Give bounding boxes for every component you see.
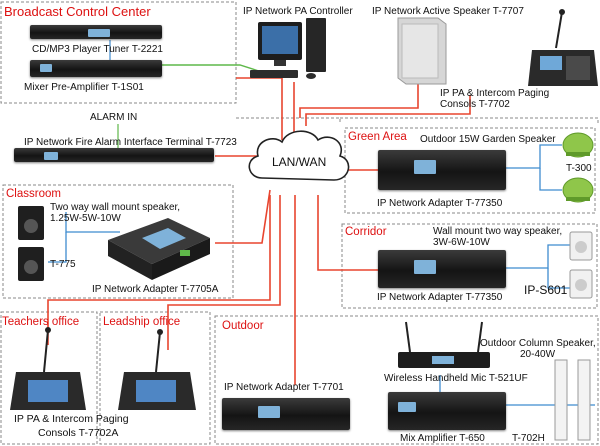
label-teachers-console-2: Consols T-7702A (38, 427, 119, 439)
link-classroom-spk-2 (48, 232, 67, 263)
label-corridor-spk-1: Wall mount two way speaker, (433, 226, 563, 237)
lan-wan-cloud (248, 130, 350, 181)
garden-speakers (562, 132, 594, 203)
label-t702h: T-702H (512, 433, 545, 444)
label-t775: T-775 (50, 259, 76, 270)
section-leadship: Leadship office (103, 316, 181, 328)
section-corridor: Corridor (345, 226, 387, 238)
label-t300: T-300 (566, 163, 592, 174)
link-classroom-adapter (215, 189, 271, 244)
link-mixer (236, 77, 283, 140)
label-teachers-console-1: IP PA & Intercom Paging (14, 413, 129, 425)
link-corridor-spk-2 (547, 268, 570, 289)
paging-console-top (528, 9, 598, 86)
mixer-preamp-device (30, 60, 162, 77)
broadcast-box (0, 1, 237, 104)
green-adapter-device (378, 150, 506, 190)
link-leadship (167, 195, 281, 350)
pa-controller-pc (250, 18, 326, 79)
section-classroom: Classroom (6, 188, 61, 200)
classroom-adapter-device (108, 218, 210, 280)
label-ips601: IP-S601 (524, 283, 568, 297)
teachers-console-device (10, 327, 86, 410)
fire-alarm-device (14, 148, 214, 162)
section-teachers: Teachers office (2, 316, 80, 328)
label-classroom-spk-1: Two way wall mount speaker, (50, 202, 181, 213)
link-paging-console (305, 95, 471, 126)
label-pa-controller: IP Network PA Controller (243, 6, 353, 17)
corridor-speakers (569, 231, 593, 299)
link-corridor-adapter (317, 195, 378, 271)
label-adapter-green: IP Network Adapter T-77350 (377, 198, 503, 209)
label-adapter-classroom: IP Network Adapter T-7705A (92, 284, 219, 295)
link-garden-2 (539, 168, 562, 191)
outdoor-box (214, 315, 599, 445)
active-speaker-device (397, 17, 447, 85)
link-audio (160, 64, 263, 73)
label-fire-alarm: IP Network Fire Alarm Interface Terminal… (24, 137, 237, 148)
right-border (340, 117, 599, 124)
upper-border (236, 117, 341, 124)
cd-player-device (30, 25, 162, 39)
label-garden-speaker: Outdoor 15W Garden Speaker (420, 134, 556, 145)
label-alarm-in: ALARM IN (90, 112, 138, 123)
label-column-spk-1: Outdoor Column Speaker, (480, 338, 596, 349)
label-mixer: Mixer Pre-Amplifier T-1S01 (24, 82, 144, 93)
link-garden-1 (505, 144, 562, 169)
label-column-spk-2: 20-40W (520, 349, 556, 360)
label-active-speaker: IP Network Active Speaker T-7707 (372, 6, 524, 17)
link-active-speaker (299, 70, 419, 118)
teachers-box (0, 311, 98, 445)
mix-amp-device (388, 392, 506, 430)
cloud-label: LAN/WAN (272, 155, 327, 169)
link-teachers (47, 195, 271, 345)
section-outdoor: Outdoor (222, 320, 264, 332)
label-cd-player: CD/MP3 Player Tuner T-2221 (32, 44, 163, 55)
classroom-box (2, 184, 234, 299)
corridor-adapter-device (378, 250, 506, 288)
wireless-mic-device (398, 321, 490, 368)
label-corridor-spk-2: 3W-6W-10W (433, 237, 490, 248)
column-speakers (554, 359, 591, 441)
link-corridor-spk (505, 244, 570, 269)
leadship-console-device (118, 329, 196, 410)
section-broadcast: Broadcast Control Center (4, 4, 151, 19)
label-paging-2: Consols T-7702 (440, 99, 510, 110)
classroom-speakers (18, 206, 44, 281)
corridor-box (341, 223, 598, 309)
label-adapter-corridor: IP Network Adapter T-77350 (377, 292, 503, 303)
label-classroom-spk-2: 1.25W-5W-10W (50, 213, 121, 224)
label-wireless-mic: Wireless Handheld Mic T-521UF (384, 373, 528, 384)
leadship-box (99, 311, 211, 445)
label-paging-1: IP PA & Intercom Paging (440, 88, 550, 99)
section-green: Green Area (348, 131, 407, 143)
outdoor-adapter-device (222, 398, 350, 430)
label-adapter-outdoor: IP Network Adapter T-7701 (224, 382, 344, 393)
label-mix-amp: Mix Amplifier T-650 (400, 433, 485, 444)
